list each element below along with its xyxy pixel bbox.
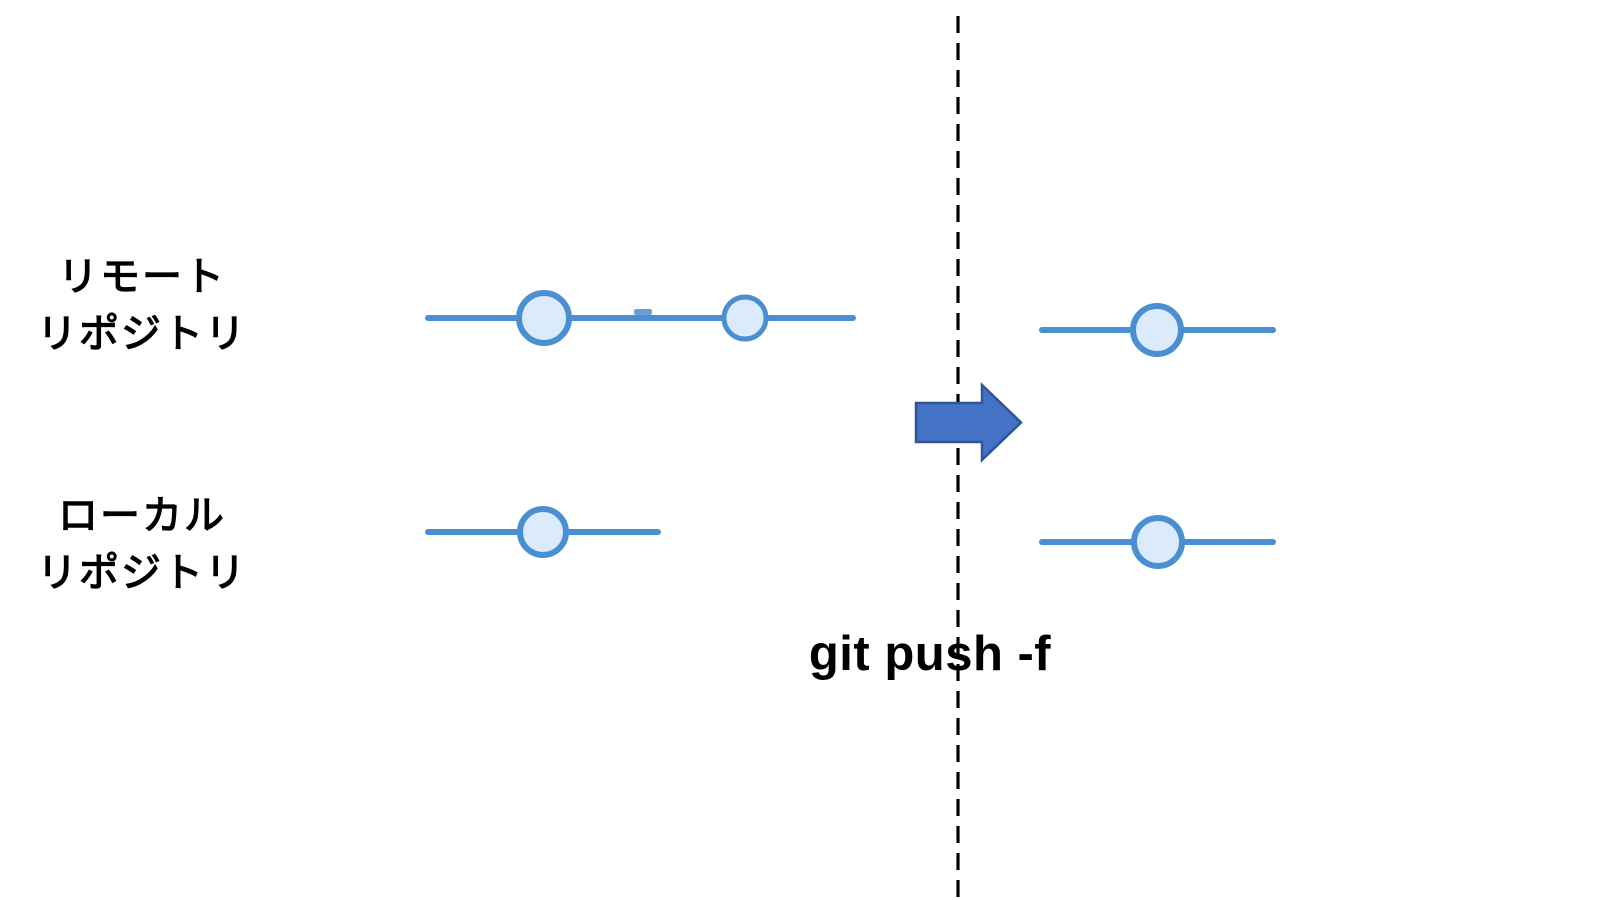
remote-repo-label: リモート リポジトリ bbox=[20, 249, 264, 363]
after-local-branch bbox=[1039, 515, 1276, 569]
force-push-arrow-icon bbox=[914, 382, 1023, 463]
local-repo-label-line2: リポジトリ bbox=[37, 551, 247, 595]
line-joint bbox=[634, 309, 652, 315]
local-repo-label-line1: ローカル bbox=[58, 494, 226, 538]
remote-repo-label-line2: リポジトリ bbox=[37, 312, 247, 356]
before-remote-branch bbox=[425, 290, 856, 346]
after-remote-branch bbox=[1039, 303, 1276, 357]
git-command-caption: git push -f bbox=[808, 627, 1052, 681]
commit-node bbox=[1131, 515, 1185, 569]
before-local-branch bbox=[425, 506, 661, 558]
local-repo-label: ローカル リポジトリ bbox=[20, 488, 264, 602]
commit-node bbox=[517, 506, 569, 558]
commit-node bbox=[721, 294, 769, 342]
commit-node bbox=[1130, 303, 1184, 357]
commit-node bbox=[516, 290, 572, 346]
remote-repo-label-line1: リモート bbox=[58, 255, 226, 299]
